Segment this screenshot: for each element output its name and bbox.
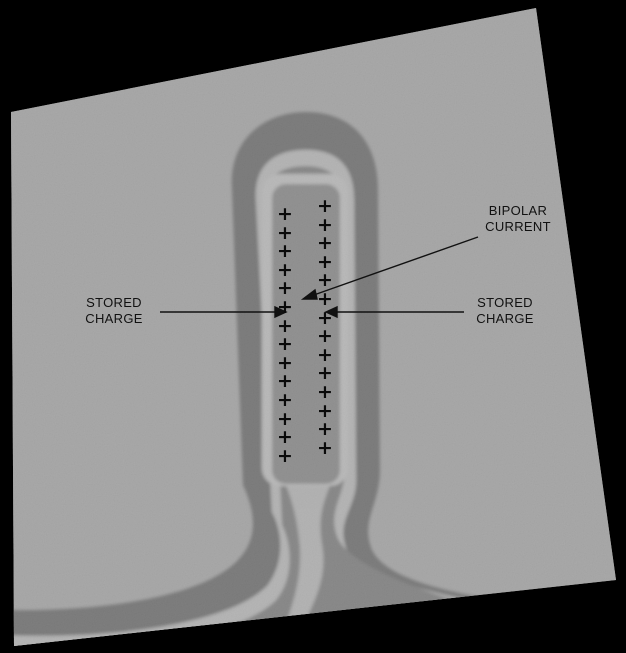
label-stored-right-line1: STORED (455, 295, 555, 311)
label-stored-right-line2: CHARGE (455, 311, 555, 327)
charge-plus: + (317, 439, 331, 458)
label-stored-charge-left: STORED CHARGE (64, 295, 164, 327)
label-stored-left-line1: STORED (64, 295, 164, 311)
label-bipolar-line2: CURRENT (468, 219, 568, 235)
label-bipolar-current: BIPOLAR CURRENT (468, 203, 568, 235)
label-bipolar-line1: BIPOLAR (468, 203, 568, 219)
label-stored-charge-right: STORED CHARGE (455, 295, 555, 327)
label-stored-left-line2: CHARGE (64, 311, 164, 327)
charge-plus: + (277, 447, 291, 466)
